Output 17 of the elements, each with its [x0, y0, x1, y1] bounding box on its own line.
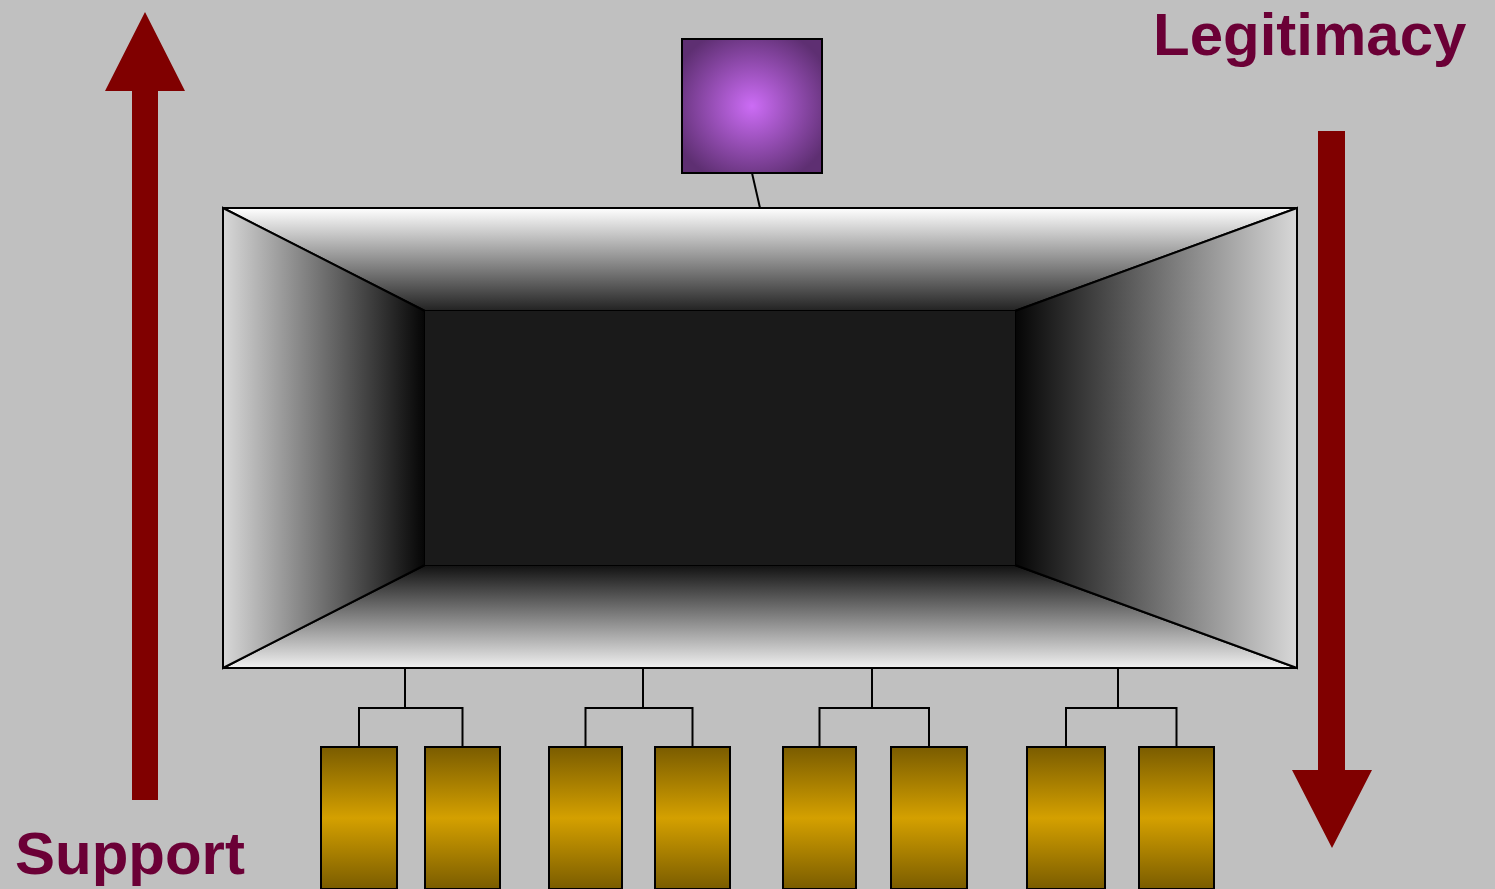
square-box — [682, 39, 822, 173]
bar-box — [425, 747, 500, 889]
tunnel-box — [223, 208, 1297, 668]
axis-label: Support — [15, 824, 245, 884]
bar-box — [1027, 747, 1105, 889]
bar-box — [783, 747, 856, 889]
connector-line — [404, 667, 464, 748]
bar-box — [549, 747, 622, 889]
connector-line — [1117, 667, 1178, 748]
bar-box — [321, 747, 397, 889]
connector-line — [642, 667, 694, 748]
axis-label: Legitimacy — [1153, 5, 1467, 65]
bar-box — [891, 747, 967, 889]
connector-line — [871, 667, 930, 748]
bar-box — [1139, 747, 1214, 889]
connector-line — [751, 172, 761, 209]
bar-box — [655, 747, 730, 889]
